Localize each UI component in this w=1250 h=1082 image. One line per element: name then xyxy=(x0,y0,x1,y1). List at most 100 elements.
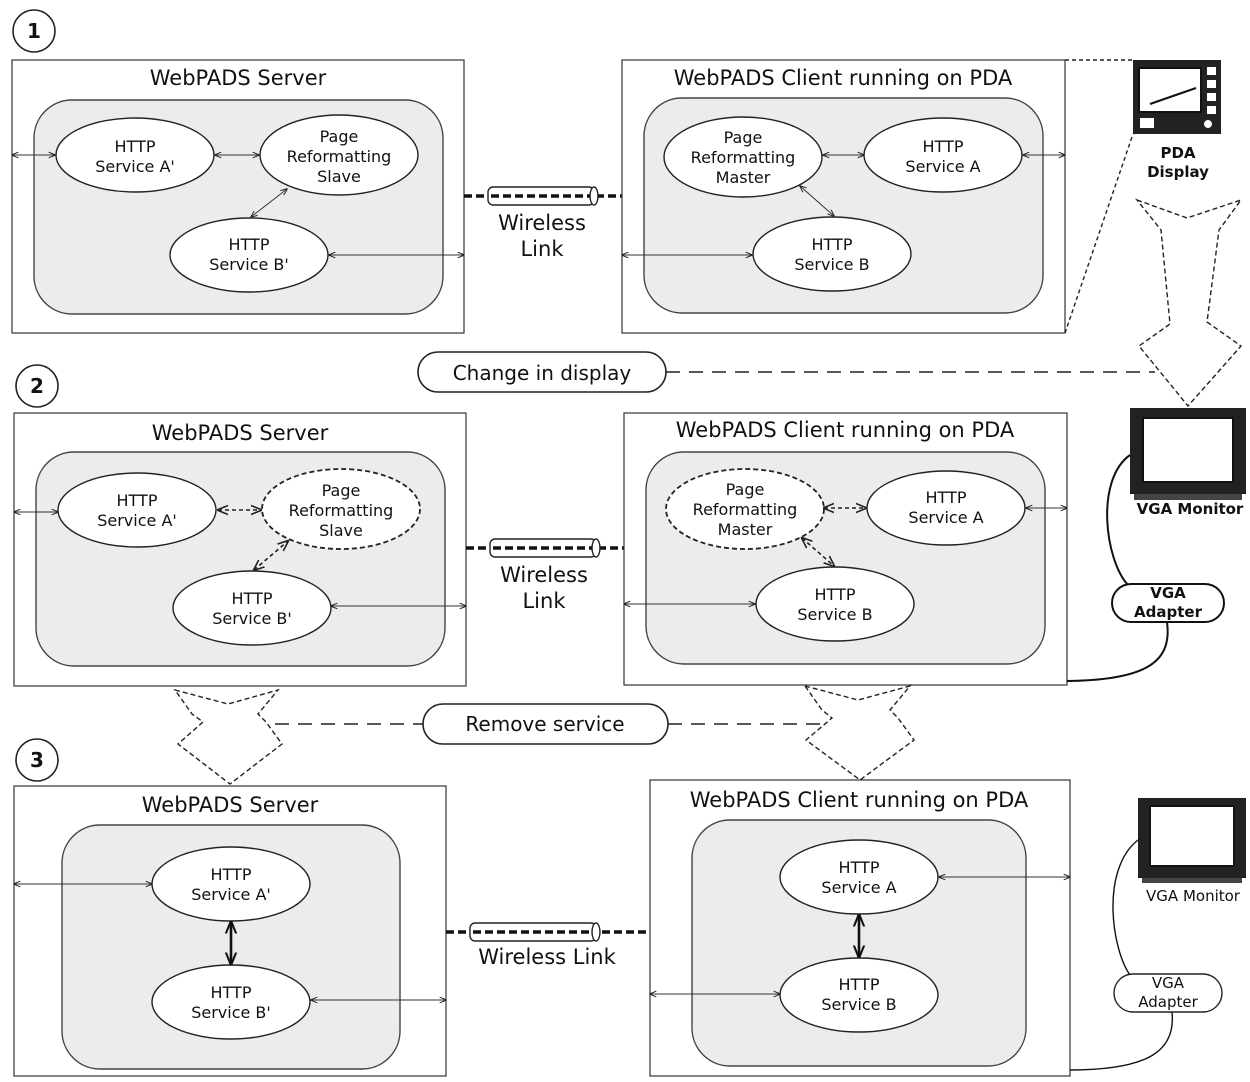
step-3-badge: 3 xyxy=(15,738,59,782)
pda-zoom-lines xyxy=(1064,59,1134,334)
node-page-reformatting-master-dashed: Page Reformatting Master xyxy=(665,468,825,550)
svg-text:Page: Page xyxy=(320,127,359,146)
svg-text:HTTP: HTTP xyxy=(211,983,252,1002)
pda-display-icon xyxy=(1133,60,1221,134)
vga-monitor-icon-step-3 xyxy=(1138,798,1246,883)
svg-text:Service A': Service A' xyxy=(97,511,177,530)
node-http-service-a: HTTP Service A xyxy=(779,839,939,915)
svg-text:HTTP: HTTP xyxy=(839,975,880,994)
svg-text:Service B': Service B' xyxy=(191,1003,271,1022)
svg-text:HTTP: HTTP xyxy=(229,235,270,254)
svg-text:Service A': Service A' xyxy=(95,157,175,176)
remove-service-callout: Remove service xyxy=(275,703,820,745)
step-1-client: WebPADS Client running on PDA Page Refor… xyxy=(622,59,1065,334)
node-http-service-a: HTTP Service A xyxy=(863,117,1023,193)
big-arrow-client-down xyxy=(803,684,915,781)
svg-text:HTTP: HTTP xyxy=(232,589,273,608)
svg-text:VGA: VGA xyxy=(1152,974,1185,992)
svg-text:WebPADS Client running on PDA: WebPADS Client running on PDA xyxy=(676,418,1015,442)
svg-text:Link: Link xyxy=(520,237,564,261)
svg-text:HTTP: HTTP xyxy=(117,491,158,510)
step-1-server: WebPADS Server HTTP Service A' Page Refo… xyxy=(12,59,464,334)
node-http-service-b-prime: HTTP Service B' xyxy=(151,964,311,1040)
node-http-service-a: HTTP Service A xyxy=(866,470,1026,546)
svg-text:Master: Master xyxy=(718,520,773,539)
svg-text:Page: Page xyxy=(726,480,765,499)
vga-monitor-label: VGA Monitor xyxy=(1137,500,1244,518)
node-http-service-b: HTTP Service B xyxy=(752,216,912,292)
vga-adapter-step-2: VGA Adapter xyxy=(1111,583,1225,623)
svg-text:Page: Page xyxy=(724,128,763,147)
step-2-badge: 2 xyxy=(15,364,59,408)
step-3-wireless-link: Wireless Link xyxy=(446,922,650,969)
svg-text:3: 3 xyxy=(30,748,44,772)
svg-text:Wireless: Wireless xyxy=(498,211,586,235)
node-http-service-a-prime: HTTP Service A' xyxy=(151,846,311,922)
svg-text:Service A: Service A xyxy=(908,508,983,527)
svg-text:Wireless Link: Wireless Link xyxy=(478,945,616,969)
step-1-badge: 1 xyxy=(12,9,56,53)
server-title: WebPADS Server xyxy=(150,66,327,90)
svg-text:Adapter: Adapter xyxy=(1138,993,1198,1011)
svg-text:2: 2 xyxy=(30,374,44,398)
svg-text:Reformatting: Reformatting xyxy=(693,500,798,519)
node-page-reformatting-slave-dashed: Page Reformatting Slave xyxy=(261,468,421,550)
svg-text:HTTP: HTTP xyxy=(812,235,853,254)
change-in-display-callout: Change in display xyxy=(417,351,1155,393)
node-http-service-a-prime: HTTP Service A' xyxy=(57,472,217,548)
node-page-reformatting-master: Page Reformatting Master xyxy=(663,116,823,198)
node-http-service-b: HTTP Service B xyxy=(779,957,939,1033)
step-2-client: WebPADS Client running on PDA Page Refor… xyxy=(624,412,1067,686)
svg-text:Service B': Service B' xyxy=(209,255,289,274)
node-http-service-b-prime: HTTP Service B' xyxy=(172,570,332,646)
svg-text:Reformatting: Reformatting xyxy=(287,147,392,166)
svg-text:Master: Master xyxy=(716,168,771,187)
svg-text:HTTP: HTTP xyxy=(211,865,252,884)
svg-text:HTTP: HTTP xyxy=(115,137,156,156)
svg-text:HTTP: HTTP xyxy=(923,137,964,156)
svg-text:Service A: Service A xyxy=(905,157,980,176)
vga-monitor-label: VGA Monitor xyxy=(1146,887,1241,905)
svg-text:WebPADS Client running on PDA: WebPADS Client running on PDA xyxy=(690,788,1029,812)
vga-monitor-icon-step-2 xyxy=(1130,408,1246,500)
svg-text:Service B: Service B xyxy=(794,255,869,274)
node-page-reformatting-slave: Page Reformatting Slave xyxy=(259,114,419,196)
svg-text:Change in display: Change in display xyxy=(453,361,632,385)
svg-text:Service B': Service B' xyxy=(212,609,292,628)
svg-text:Slave: Slave xyxy=(317,167,361,186)
svg-text:Display: Display xyxy=(1147,163,1209,181)
svg-text:Service B: Service B xyxy=(797,605,872,624)
svg-text:Slave: Slave xyxy=(319,521,363,540)
svg-text:HTTP: HTTP xyxy=(815,585,856,604)
client-title: WebPADS Client running on PDA xyxy=(674,66,1013,90)
svg-text:Reformatting: Reformatting xyxy=(691,148,796,167)
node-http-service-a-prime: HTTP Service A' xyxy=(55,117,215,193)
svg-text:WebPADS Server: WebPADS Server xyxy=(152,421,329,445)
step-1-wireless-link: Wireless Link xyxy=(464,186,622,261)
svg-text:HTTP: HTTP xyxy=(926,488,967,507)
svg-text:Wireless: Wireless xyxy=(500,563,588,587)
big-arrow-pda-to-vga xyxy=(1134,198,1243,408)
svg-text:1: 1 xyxy=(27,19,41,43)
svg-text:Service B: Service B xyxy=(821,995,896,1014)
svg-text:Service A': Service A' xyxy=(191,885,271,904)
step-2-wireless-link: Wireless Link xyxy=(466,538,624,613)
svg-text:Page: Page xyxy=(322,481,361,500)
svg-text:Link: Link xyxy=(522,589,566,613)
pda-display-label: PDA xyxy=(1160,144,1195,162)
big-arrow-server-down xyxy=(173,688,283,785)
svg-text:HTTP: HTTP xyxy=(839,858,880,877)
step-3-server: WebPADS Server HTTP Service A' HTTP Serv… xyxy=(14,785,446,1077)
node-http-service-b-prime: HTTP Service B' xyxy=(169,217,329,293)
svg-text:WebPADS Server: WebPADS Server xyxy=(142,793,319,817)
step-3-client: WebPADS Client running on PDA HTTP Servi… xyxy=(650,779,1070,1077)
svg-text:Remove service: Remove service xyxy=(465,712,624,736)
vga-adapter-step-3: VGA Adapter xyxy=(1113,973,1223,1013)
node-http-service-b: HTTP Service B xyxy=(755,566,915,642)
svg-text:VGA: VGA xyxy=(1150,584,1186,602)
step-2-server: WebPADS Server HTTP Service A' Page Refo… xyxy=(14,412,466,687)
svg-text:Reformatting: Reformatting xyxy=(289,501,394,520)
svg-text:Adapter: Adapter xyxy=(1134,603,1203,621)
svg-text:Service A: Service A xyxy=(821,878,896,897)
